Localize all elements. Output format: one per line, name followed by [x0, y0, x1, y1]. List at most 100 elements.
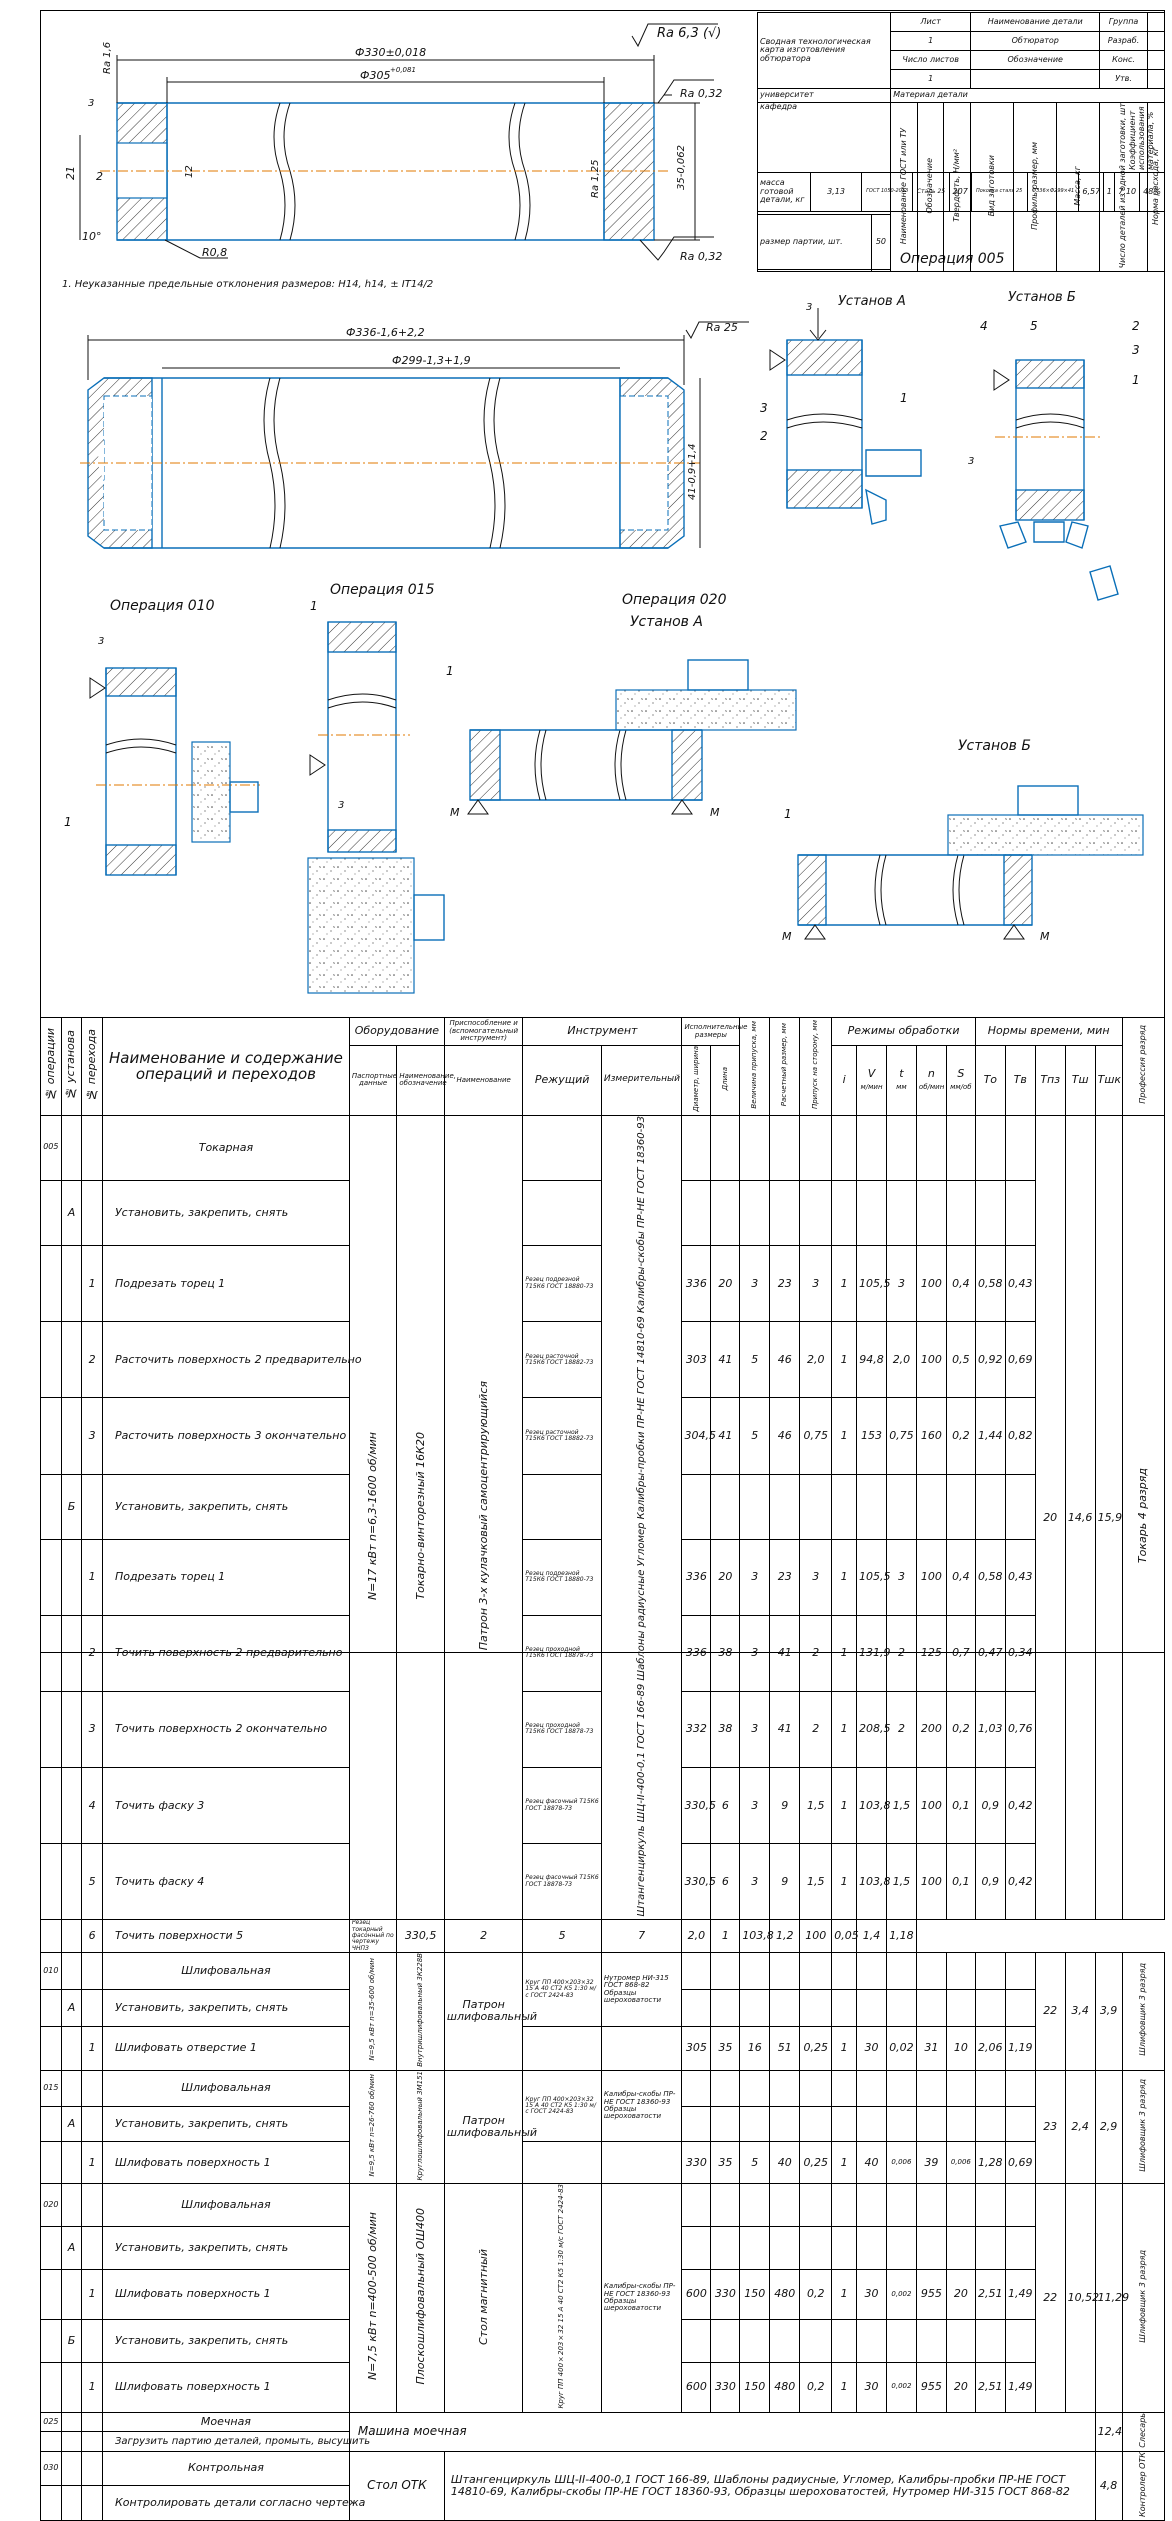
- meas020: Калибры-скобы ПР-НЕ ГОСТ 18360-93 Образц…: [600, 2183, 683, 2413]
- row010-cell-8: 31: [915, 2026, 947, 2071]
- label-020b-1: 1: [784, 807, 792, 821]
- row005-5-cell-7: 2: [885, 1614, 917, 1692]
- hdr-allow-side: Припуск на сторону, мм: [810, 1020, 819, 1110]
- row010-cell-10: 2,06: [974, 2026, 1006, 2071]
- op020-set-a: Установ А: [630, 614, 703, 630]
- step-r2: Расточить поверхность 2 предварительно: [101, 1321, 362, 1399]
- row020a-cell-10: 2,51: [974, 2268, 1006, 2320]
- university: университет: [756, 88, 892, 103]
- row005-2-cell-2: 5: [739, 1321, 771, 1399]
- row005-8-cell-7: 1,5: [885, 1843, 917, 1921]
- hdr-title: Наименование и содержание операций и пер…: [101, 1017, 350, 1116]
- row005-2-cell-4: 2,0: [799, 1321, 833, 1399]
- row005-4-cell-11: 0,43: [1004, 1538, 1036, 1616]
- blank-type: Поковка сталь 25: [970, 172, 1028, 212]
- row005-7-cell-11: 0,42: [1004, 1766, 1036, 1845]
- label-2a: 2: [760, 429, 768, 443]
- row020a-cell-2: 150: [739, 2268, 771, 2320]
- cons-label: Конс.: [1099, 50, 1148, 70]
- row005-2-cell-1: 41: [710, 1321, 741, 1399]
- angle-10: 10°: [82, 230, 102, 243]
- hdr-eq-pass: Паспортные данные: [348, 1045, 398, 1116]
- step-r24: Контролировать детали согласно чертежа: [101, 2485, 365, 2521]
- row005-1-cell-0: 336: [681, 1245, 712, 1323]
- row020a-cell-5: 1: [831, 2268, 858, 2320]
- row010-cell-3: 51: [769, 2026, 801, 2071]
- row005-8-cell-2: 3: [739, 1843, 771, 1921]
- row005-9-cell-2: 5: [522, 1919, 602, 1953]
- r08: R0,8: [202, 246, 227, 259]
- row005-5-cell-4: 2: [799, 1614, 833, 1692]
- row020b-cell-11: 1,49: [1004, 2361, 1036, 2413]
- row015-cell-9: 0,006: [945, 2141, 976, 2185]
- row005-3-cell-4: 0,75: [799, 1397, 833, 1475]
- hdr-norms: Нормы времени, мин: [974, 1017, 1123, 1046]
- op-030-name: Контрольная: [101, 2450, 350, 2487]
- row005-4-cell-7: 3: [885, 1538, 917, 1616]
- hdr-exec-dims: Исполнительные размеры: [681, 1017, 747, 1046]
- eq005-name: Токарно-винторезный 16К20: [413, 1432, 427, 1600]
- row005-3-cell-11: 0,82: [1004, 1397, 1036, 1475]
- row005-4-cell-2: 3: [739, 1538, 771, 1616]
- row005-2-cell-9: 0,5: [945, 1321, 976, 1399]
- tshk025: 12,4: [1094, 2411, 1123, 2452]
- dim-21: 21: [64, 166, 77, 180]
- row015-cell-10: 1,28: [974, 2141, 1006, 2185]
- prof025: Слесарь: [1137, 2412, 1147, 2448]
- label-1b: 1: [1132, 373, 1140, 387]
- blank-drawing: Ф336-1,6+2,2 Ф299-1,3+1,9 Ra 25 41-0,9+1…: [80, 321, 749, 549]
- row010-cell-7: 0,02: [885, 2026, 917, 2071]
- step-r6: Точить поверхность 2 предварительно: [101, 1614, 350, 1692]
- row005-8-cell-4: 1,5: [799, 1843, 833, 1921]
- prof005: Токарь 4 разряд: [1136, 1468, 1150, 1564]
- row020b-cell-10: 2,51: [974, 2361, 1006, 2413]
- op005-sketch-a: 3 1 3 2: [760, 302, 922, 525]
- row020b-cell-3: 480: [769, 2361, 801, 2413]
- title-block: Сводная технологическая карта изготовлен…: [756, 12, 1166, 272]
- norm-value: 7,10: [1114, 172, 1141, 212]
- row015-cell-11: 0,69: [1004, 2141, 1036, 2185]
- hdr-v-unit: м/мин: [860, 1083, 883, 1092]
- prof030: Контролер ОТК: [1137, 2451, 1147, 2517]
- drawing-canvas: Ф330±0,018 Ф305 +0,081 35-0,062 21 12 2 …: [62, 23, 1144, 994]
- op005-set-a: Установ А: [838, 294, 906, 309]
- eq015-name: Круглошлифовальный 3М151: [415, 2070, 424, 2181]
- row005-3-cell-5: 1: [831, 1397, 858, 1475]
- row010-cell-11: 1,19: [1004, 2026, 1036, 2071]
- set-a-010: А: [60, 1989, 83, 2028]
- row005-8-cell-0: 330,5: [681, 1843, 716, 1921]
- row005-6-cell-3: 41: [769, 1690, 801, 1769]
- blank-d-inner: Ф299-1,3+1,9: [392, 354, 471, 367]
- dim-outer: Ф330±0,018: [355, 46, 426, 59]
- step-r3: Расточить поверхность 3 окончательно: [101, 1397, 350, 1475]
- blank-d-outer: Ф336-1,6+2,2: [346, 326, 425, 339]
- row005-4-cell-10: 0,58: [974, 1538, 1006, 1616]
- row005-7-cell-9: 0,1: [945, 1766, 976, 1845]
- row015-cell-8: 39: [915, 2141, 947, 2185]
- hdr-i: i: [831, 1045, 858, 1116]
- row015-cell-5: 1: [831, 2141, 858, 2185]
- row005-6-cell-2: 3: [739, 1690, 771, 1769]
- appr-label: Утв.: [1099, 69, 1148, 89]
- label-5: 5: [1030, 319, 1038, 333]
- hdr-cutting: Режущий: [522, 1045, 602, 1116]
- set-b-005: Б: [60, 1473, 83, 1540]
- row020a-cell-4: 0,2: [799, 2268, 833, 2320]
- row005-7-cell-3: 9: [769, 1766, 801, 1845]
- ra-bottom: Ra 0,32: [680, 250, 722, 263]
- row020b-cell-1: 330: [710, 2361, 741, 2413]
- row005-5-cell-9: 0,7: [945, 1614, 976, 1692]
- op020-sketch-a: 1 М М: [446, 659, 797, 819]
- row010-cell-9: 10: [945, 2026, 976, 2071]
- op005-sketch-b: 4 5 2 3 1 3: [968, 319, 1140, 601]
- row005-3-cell-2: 5: [739, 1397, 771, 1475]
- mass-label: масса готовой детали, кг: [757, 172, 811, 212]
- cut3: Резец расточной Т15К6 ГОСТ 18882-73: [522, 1397, 602, 1475]
- tshk020: 11,29: [1094, 2183, 1129, 2413]
- row005-7-cell-7: 1,5: [885, 1766, 917, 1845]
- row010-cell-4: 0,25: [799, 2026, 833, 2071]
- label-020a-1: 1: [446, 664, 454, 678]
- row005-6-cell-9: 0,2: [945, 1690, 976, 1769]
- batch-label: размер партии, шт.: [757, 213, 872, 271]
- designation-label: Обозначение: [970, 50, 1101, 70]
